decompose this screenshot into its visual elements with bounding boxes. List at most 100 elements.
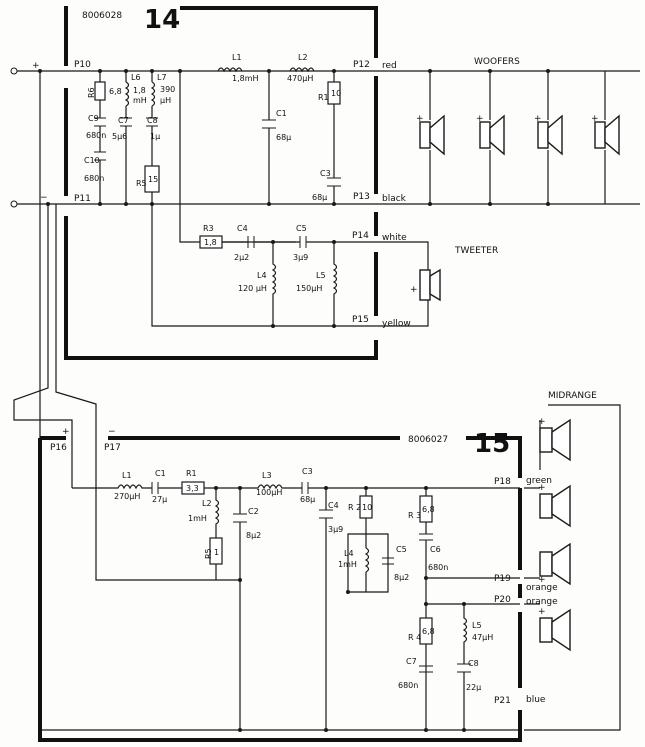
c3-label-15: C3 (302, 467, 313, 476)
l6-value-2: mH (133, 96, 147, 105)
c8-plates (146, 117, 158, 127)
l6-inductor (124, 81, 130, 107)
c2-plates-15 (233, 513, 247, 523)
c1-label-14: C1 (276, 109, 287, 118)
l2-value-14: 470μH (287, 74, 313, 83)
woofer-3-speaker-icon (537, 114, 563, 156)
c7-plates-15 (419, 665, 433, 673)
c4-value-14: 2μ2 (234, 253, 249, 262)
l7-value-2: μH (160, 96, 171, 105)
midrange-4-speaker-icon (539, 608, 571, 652)
c4-label-15: C4 (328, 501, 339, 510)
midrange-1-speaker-icon (539, 418, 571, 462)
c5-label-15: C5 (396, 545, 407, 554)
l4-value-14: 120 μH (238, 284, 267, 293)
l4-inductor-14 (271, 242, 277, 326)
r2-label-15: R 2 (348, 503, 361, 512)
midrange-3-speaker-icon (539, 542, 571, 586)
pin-p19: P19 (494, 574, 511, 584)
r1-value-14: 10 (331, 89, 341, 98)
r5-value-15: 1 (214, 548, 219, 557)
c6-value-15: 680n (428, 563, 448, 572)
wire-black: black (382, 194, 407, 204)
wire-yellow: yellow (382, 319, 411, 329)
feed-return-wire (55, 204, 240, 581)
l7-branch (151, 71, 376, 327)
r1-label-14: R1 (318, 93, 329, 102)
l6-value-1: 1,8 (133, 86, 146, 95)
wire-orange-1: orange (526, 583, 558, 593)
feed-positive-wire (39, 71, 520, 731)
c7-plates (120, 117, 132, 127)
pin-p20: P20 (494, 595, 511, 605)
woofer-2-speaker-icon (479, 114, 505, 156)
input-minus-sign: − (40, 193, 48, 203)
midrange-series-path (72, 484, 520, 490)
r6-resistor (94, 81, 106, 101)
tweeter-leads (376, 241, 429, 327)
r4-value-15: 6,8 (422, 627, 435, 636)
c6-label-15: C6 (430, 545, 441, 554)
c7-label: C7 (118, 116, 129, 125)
c5-label-14: C5 (296, 224, 307, 233)
board-15-frame-top (40, 436, 522, 478)
midrange-2-speaker-icon (539, 484, 571, 528)
c1-label-15: C1 (155, 469, 166, 478)
l1-label-15: L1 (122, 471, 132, 480)
midrange-4-plus: + (538, 607, 546, 617)
pin-p11: P11 (74, 194, 91, 204)
r3-label-14: R3 (203, 224, 214, 233)
l1-value-15: 270μH (114, 492, 140, 501)
r3-label-15: R 3 (408, 511, 421, 520)
pin-p17: P17 (104, 443, 121, 453)
r3-value-14: 1,8 (204, 238, 217, 247)
woofers-label: WOOFERS (474, 57, 520, 67)
c9-value: 680n (86, 131, 106, 140)
pin-p21: P21 (494, 696, 511, 706)
l2-label-14: L2 (298, 53, 308, 62)
tweeter-speaker-icon (419, 268, 441, 302)
r2-value-15: 10 (362, 503, 372, 512)
midrange-1-plus: + (538, 417, 546, 427)
l2-inductor-14 (289, 67, 315, 73)
c7-value-15: 680n (398, 681, 418, 690)
pin-p10: P10 (74, 60, 91, 70)
woofer-4-speaker-icon (594, 114, 620, 156)
c3-value-14: 68μ (312, 193, 327, 202)
midrange-3-plus: + (538, 575, 546, 585)
c3-value-15: 68μ (300, 495, 315, 504)
c10-value: 680n (84, 174, 104, 183)
r2-resistor-15 (359, 495, 373, 519)
input-plus-sign: + (32, 61, 40, 71)
p17-minus-sign: − (108, 427, 116, 437)
board-15-number: 15 (474, 429, 510, 459)
l1-value-14: 1,8mH (232, 74, 259, 83)
board-15-junctions (214, 486, 466, 732)
midrange-2-plus: + (538, 483, 546, 493)
c5-value-15: 8μ2 (394, 573, 409, 582)
midrange-label: MIDRANGE (548, 391, 597, 401)
c7-label-15: C7 (406, 657, 417, 666)
tweeter-label: TWEETER (454, 246, 498, 256)
c4-value-15: 3μ9 (328, 525, 343, 534)
c8-label-15: C8 (468, 659, 479, 668)
board-14-junctions (38, 69, 550, 328)
l1-inductor-14 (217, 67, 243, 73)
board-15-frame-bottom (38, 438, 522, 742)
input-terminal-plus (10, 67, 18, 75)
r1-resistor-15 (181, 481, 205, 495)
l1-label-14: L1 (232, 53, 242, 62)
wire-orange-2: orange (526, 597, 558, 607)
c5-value-14: 3μ9 (293, 253, 308, 262)
board-14-code: 8006028 (82, 11, 122, 21)
l6-label: L6 (131, 73, 141, 82)
pin-p15: P15 (352, 315, 369, 325)
c8-value-15: 22μ (466, 683, 481, 692)
r1-value-15: 3,3 (186, 484, 199, 493)
l2-value-15: 1mH (188, 514, 207, 523)
tweeter-feed (179, 71, 376, 243)
l5-inductor-14 (332, 242, 338, 326)
pin-p13: P13 (353, 192, 370, 202)
woofer-1-speaker-icon (419, 114, 445, 156)
r6-value: 6,8 (109, 87, 122, 96)
